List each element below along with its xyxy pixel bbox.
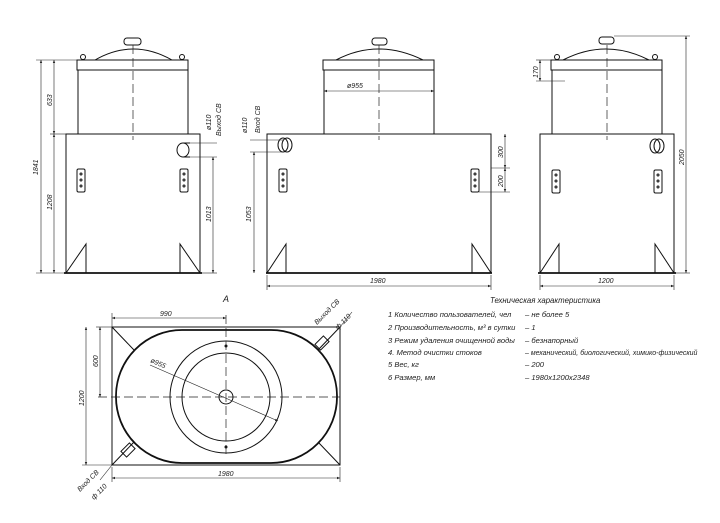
dim-upper-height: 633: [47, 94, 54, 106]
lifting-lug-icon: [653, 169, 663, 194]
specs-title: Техническая характеристика: [490, 296, 601, 305]
dome: [94, 48, 173, 61]
lifting-lug-icon: [76, 168, 86, 193]
outlet-pipe-icon: [176, 142, 190, 158]
inlet-diameter: ø110: [242, 117, 249, 133]
dim-total-height: 2050: [679, 149, 686, 166]
spec-label: 3 Режим удаления очищенной воды: [388, 336, 515, 345]
inlet-label: Вход СВ: [254, 105, 262, 133]
outlet-pipe-icon: [314, 335, 330, 351]
lifting-lug-icon: [551, 169, 561, 194]
plan-inlet-diameter: ф 110: [90, 483, 108, 501]
vent-cap-icon: [371, 37, 388, 46]
plan-outlet-diameter: ф 110: [334, 313, 352, 331]
dim-inlet-height: 1053: [246, 206, 253, 222]
dim-200: 200: [498, 175, 505, 188]
dim-170: 170: [533, 66, 540, 78]
dim-half-width: 600: [93, 355, 100, 367]
dim-width: 1200: [79, 390, 86, 406]
plan-outlet-label: Выход СВ: [313, 297, 342, 326]
lifting-lug-icon: [278, 168, 288, 193]
dim-tank-diameter: ø955: [347, 83, 363, 90]
dim-length: 1980: [218, 471, 234, 478]
spec-label: 5 Вес, кг: [388, 360, 419, 369]
technical-specs: Техническая характеристика 1 Количество …: [387, 296, 698, 382]
tank-oval: [115, 329, 338, 464]
inlet-pipe-icon: [120, 442, 136, 458]
spec-value: – механический, биологический, химико-фи…: [524, 349, 698, 357]
plan-view: A ø955 990 600 1200 1980 Выход СВ ф 110 …: [76, 294, 353, 501]
spec-value: – 1980х1200х2348: [524, 373, 590, 382]
dim-300: 300: [498, 146, 505, 158]
dim-outlet-height: 1013: [206, 206, 213, 222]
tank-rim: [76, 59, 189, 71]
spec-value: – не более 5: [524, 310, 570, 319]
spec-value: – безнапорный: [524, 336, 579, 345]
spec-label: 6 Размер, мм: [388, 373, 436, 382]
spec-value: – 200: [524, 360, 545, 369]
spec-label: 4. Метод очистки стоков: [388, 348, 482, 357]
outlet-label: Выход СВ: [215, 103, 223, 136]
side-view: ø955 1053 ø110 Вход СВ 300 200 1980: [242, 37, 510, 290]
dim-total-height: 1841: [33, 159, 40, 175]
outlet-diameter: ø110: [206, 114, 213, 130]
dim-half-length: 990: [160, 311, 172, 318]
lifting-lug-icon: [470, 168, 480, 193]
front-view: 1841 633 1208 1013 ø110 Выход СВ: [33, 37, 223, 274]
spec-label: 1 Количество пользователей, чел: [388, 310, 512, 319]
lifting-lug-icon: [179, 168, 189, 193]
spec-value: – 1: [524, 323, 536, 332]
vent-cap-icon: [123, 37, 142, 46]
dim-width: 1200: [598, 278, 614, 285]
dim-width: 1980: [370, 278, 386, 285]
end-view: 170 2050 1200: [533, 35, 690, 290]
spec-label: 2 Производительность, м³ в сутки: [387, 323, 516, 332]
plan-view-label: A: [222, 294, 229, 304]
pipe-icon: [649, 138, 661, 154]
dim-lower-height: 1208: [47, 194, 54, 210]
vent-cap-icon: [598, 36, 615, 45]
